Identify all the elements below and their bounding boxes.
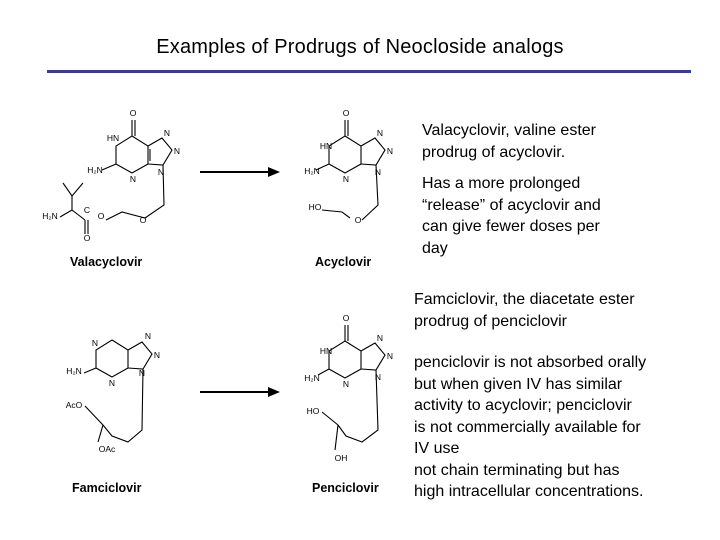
text-line: can give fewer doses per <box>422 218 600 235</box>
atom-label: N <box>174 146 180 156</box>
atom-label: HN <box>320 141 332 151</box>
atom-label: N <box>375 167 381 177</box>
atom-label: HN <box>320 346 332 356</box>
penciclovir-guanine-bonds <box>317 325 386 451</box>
atom-label: HN <box>107 133 119 143</box>
text-line: penciclovir is not absorbed orally <box>414 354 647 371</box>
atom-label: H₂N <box>304 166 320 176</box>
atom-label: C <box>84 205 90 215</box>
text-line: “release” of acyclovir and <box>422 196 601 214</box>
valine-ester-bonds <box>59 182 89 234</box>
atom-label: N <box>154 350 160 360</box>
atom-label: H₂N <box>304 373 320 383</box>
famciclovir-text: Famciclovir, the diacetate ester prodrug… <box>414 289 646 503</box>
acyclovir-label: Acyclovir <box>315 255 371 269</box>
atom-label: N <box>139 368 145 378</box>
reaction-arrows <box>200 167 280 397</box>
atom-label: N <box>130 174 136 184</box>
acyclovir-guanine-bonds <box>315 120 386 221</box>
atom-label: HO <box>309 202 322 212</box>
atom-label: H₂N <box>42 211 58 221</box>
famciclovir-purine-bonds <box>83 339 153 443</box>
atom-label: N <box>109 378 115 388</box>
atom-label: N <box>377 128 383 138</box>
text-line: IV use <box>414 440 460 457</box>
atom-label: H₂N <box>66 366 82 376</box>
atom-label: N <box>145 331 151 341</box>
atom-label: OH <box>335 453 348 463</box>
text-line: prodrug of acyclovir. <box>422 143 566 161</box>
atom-label: O <box>343 313 350 323</box>
valacyclovir-label: Valacyclovir <box>70 255 142 269</box>
text-line: Famciclovir, the diacetate ester <box>414 291 635 308</box>
atom-label: N <box>92 338 98 348</box>
atom-label: O <box>355 215 362 225</box>
atom-label: O <box>343 108 350 118</box>
text-line: prodrug of penciclovir <box>414 312 567 330</box>
text-line: Valacyclovir, valine ester <box>422 122 596 139</box>
slide-title: Examples of Prodrugs of Neocloside analo… <box>156 36 564 58</box>
atom-label: AcO <box>66 400 83 410</box>
text-line: but when given IV has similar <box>414 375 623 393</box>
valacyclovir-guanine-bonds <box>101 120 173 221</box>
atom-label: O <box>140 215 147 225</box>
atom-label: N <box>343 379 349 389</box>
famciclovir-label: Famciclovir <box>72 481 142 495</box>
atom-label: N <box>387 351 393 361</box>
atom-label: O <box>98 211 105 221</box>
title-underline <box>47 70 691 73</box>
atom-label: N <box>377 333 383 343</box>
atom-label: HO <box>307 406 320 416</box>
penciclovir-label: Penciclovir <box>312 481 379 495</box>
atom-label: OAc <box>99 444 116 454</box>
atom-label: H₂N <box>87 165 103 175</box>
atom-label: O <box>84 233 91 243</box>
atom-label: O <box>130 108 137 118</box>
text-line: Has a more prolonged <box>422 175 581 192</box>
valacyclovir-text: Valacyclovir, valine ester prodrug of ac… <box>422 120 601 259</box>
text-line: day <box>422 239 448 257</box>
atom-label: N <box>343 174 349 184</box>
text-line: activity to acyclovir; penciclovir <box>414 397 632 414</box>
atom-label: N <box>375 372 381 382</box>
atom-label: N <box>387 146 393 156</box>
atom-label: N <box>158 167 164 177</box>
text-line: is not commercially available for <box>414 418 641 436</box>
text-line: high intracellular concentrations. <box>414 483 644 500</box>
atom-label: N <box>164 128 170 138</box>
text-line: not chain terminating but has <box>414 461 620 479</box>
